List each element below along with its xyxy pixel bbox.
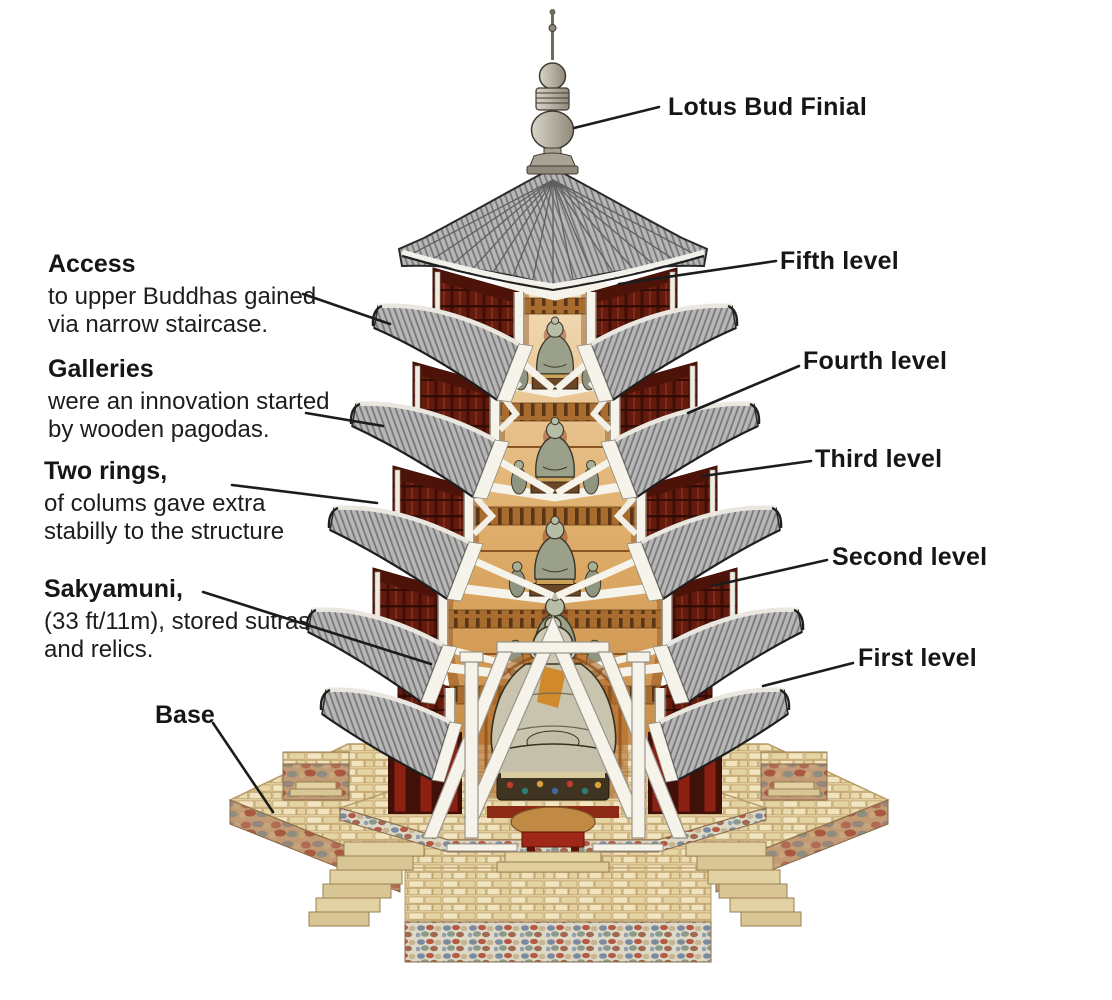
annotation-access-heading: Access	[48, 250, 136, 278]
leader-access	[301, 292, 392, 326]
annotation-sakyamuni-body: (33 ft/11m), stored sutras and relics.	[44, 607, 311, 664]
label-first-level: First level	[858, 644, 977, 672]
annotation-base: Base	[155, 701, 215, 734]
annotation-two-rings-heading: Two rings,	[44, 457, 168, 485]
label-lotus-bud-finial: Lotus Bud Finial	[668, 93, 868, 121]
label-fourth-level: Fourth level	[803, 347, 948, 375]
annotation-base-heading: Base	[155, 701, 215, 729]
annotation-galleries: Galleries were an innovation started by …	[48, 355, 330, 445]
leader-third	[701, 459, 813, 478]
annotation-access-body: to upper Buddhas gained via narrow stair…	[48, 282, 317, 339]
leader-first	[761, 661, 855, 688]
lotus-bud-finial	[526, 9, 579, 175]
label-second-level: Second level	[832, 543, 988, 571]
leader-second	[710, 558, 829, 588]
annotation-galleries-heading: Galleries	[48, 355, 154, 383]
annotation-two-rings-body: of colums gave extra stabilly to the str…	[44, 489, 285, 546]
leader-two-rings	[230, 483, 379, 505]
top-roof	[397, 166, 709, 292]
leader-lotus	[572, 105, 661, 130]
annotation-two-rings: Two rings, of colums gave extra stabilly…	[44, 457, 284, 547]
front-steps	[446, 843, 664, 873]
leader-sakyamuni	[201, 590, 433, 666]
leader-fifth	[617, 259, 778, 286]
structural-frames	[422, 614, 688, 839]
label-fifth-level: Fifth level	[780, 247, 899, 275]
leader-base	[211, 721, 275, 814]
label-third-level: Third level	[815, 445, 943, 473]
annotation-galleries-body: were an innovation started by wooden pag…	[48, 387, 330, 444]
annotation-sakyamuni-heading: Sakyamuni,	[44, 575, 183, 603]
annotation-sakyamuni: Sakyamuni, (33 ft/11m), stored sutras an…	[44, 575, 310, 665]
leader-fourth	[686, 364, 801, 415]
annotation-access: Access to upper Buddhas gained via narro…	[48, 250, 316, 340]
leader-lines	[201, 105, 855, 814]
leader-galleries	[304, 411, 385, 428]
